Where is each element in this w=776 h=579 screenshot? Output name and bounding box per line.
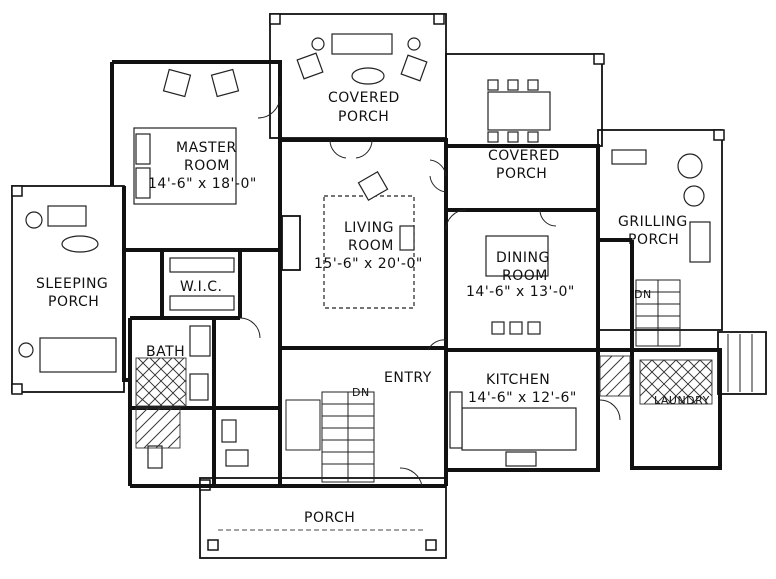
door-swings — [239, 95, 621, 487]
laundry-label: LAUNDRY — [654, 394, 710, 407]
kitchen-label: KITCHEN — [486, 372, 550, 388]
kitchen-dims: 14'-6" x 12'-6" — [468, 390, 577, 406]
sleeping-porch-label-1: SLEEPING — [36, 276, 108, 292]
grilling-porch-label-1: GRILLING — [618, 214, 688, 230]
porch-front-label: PORCH — [304, 510, 355, 526]
covered-porch-right-label-1: COVERED — [488, 148, 560, 164]
master-room-label-2: ROOM — [184, 158, 230, 174]
living-room-dims: 15'-6" x 20'-0" — [314, 256, 423, 272]
covered-porch-top-label-1: COVERED — [328, 90, 400, 106]
living-room-label-1: LIVING — [344, 220, 394, 236]
master-room-label-1: MASTER — [176, 140, 237, 156]
living-room-label-2: ROOM — [348, 238, 394, 254]
furniture — [18, 33, 711, 469]
room-labels: COVERED PORCH COVERED PORCH MASTER ROOM … — [36, 90, 710, 526]
master-room-dims: 14'-6" x 18'-0" — [148, 176, 257, 192]
covered-porch-right-label-2: PORCH — [496, 166, 547, 182]
sleeping-porch-label-2: PORCH — [48, 294, 99, 310]
covered-porch-top-label-2: PORCH — [338, 109, 389, 125]
dining-room-label-2: ROOM — [502, 268, 548, 284]
wic-label: W.I.C. — [180, 279, 223, 295]
grill-stair-dn-label: DN — [634, 288, 652, 301]
stairs — [285, 279, 681, 483]
entry-stair-dn-label: DN — [352, 386, 370, 399]
entry-label: ENTRY — [384, 370, 432, 386]
dining-room-label-1: DINING — [496, 250, 550, 266]
dining-room-dims: 14'-6" x 13'-0" — [466, 284, 575, 300]
bath-label: BATH — [146, 344, 185, 360]
main-walls — [110, 60, 722, 488]
tile-patterns — [135, 355, 713, 449]
grilling-porch-label-2: PORCH — [628, 232, 679, 248]
